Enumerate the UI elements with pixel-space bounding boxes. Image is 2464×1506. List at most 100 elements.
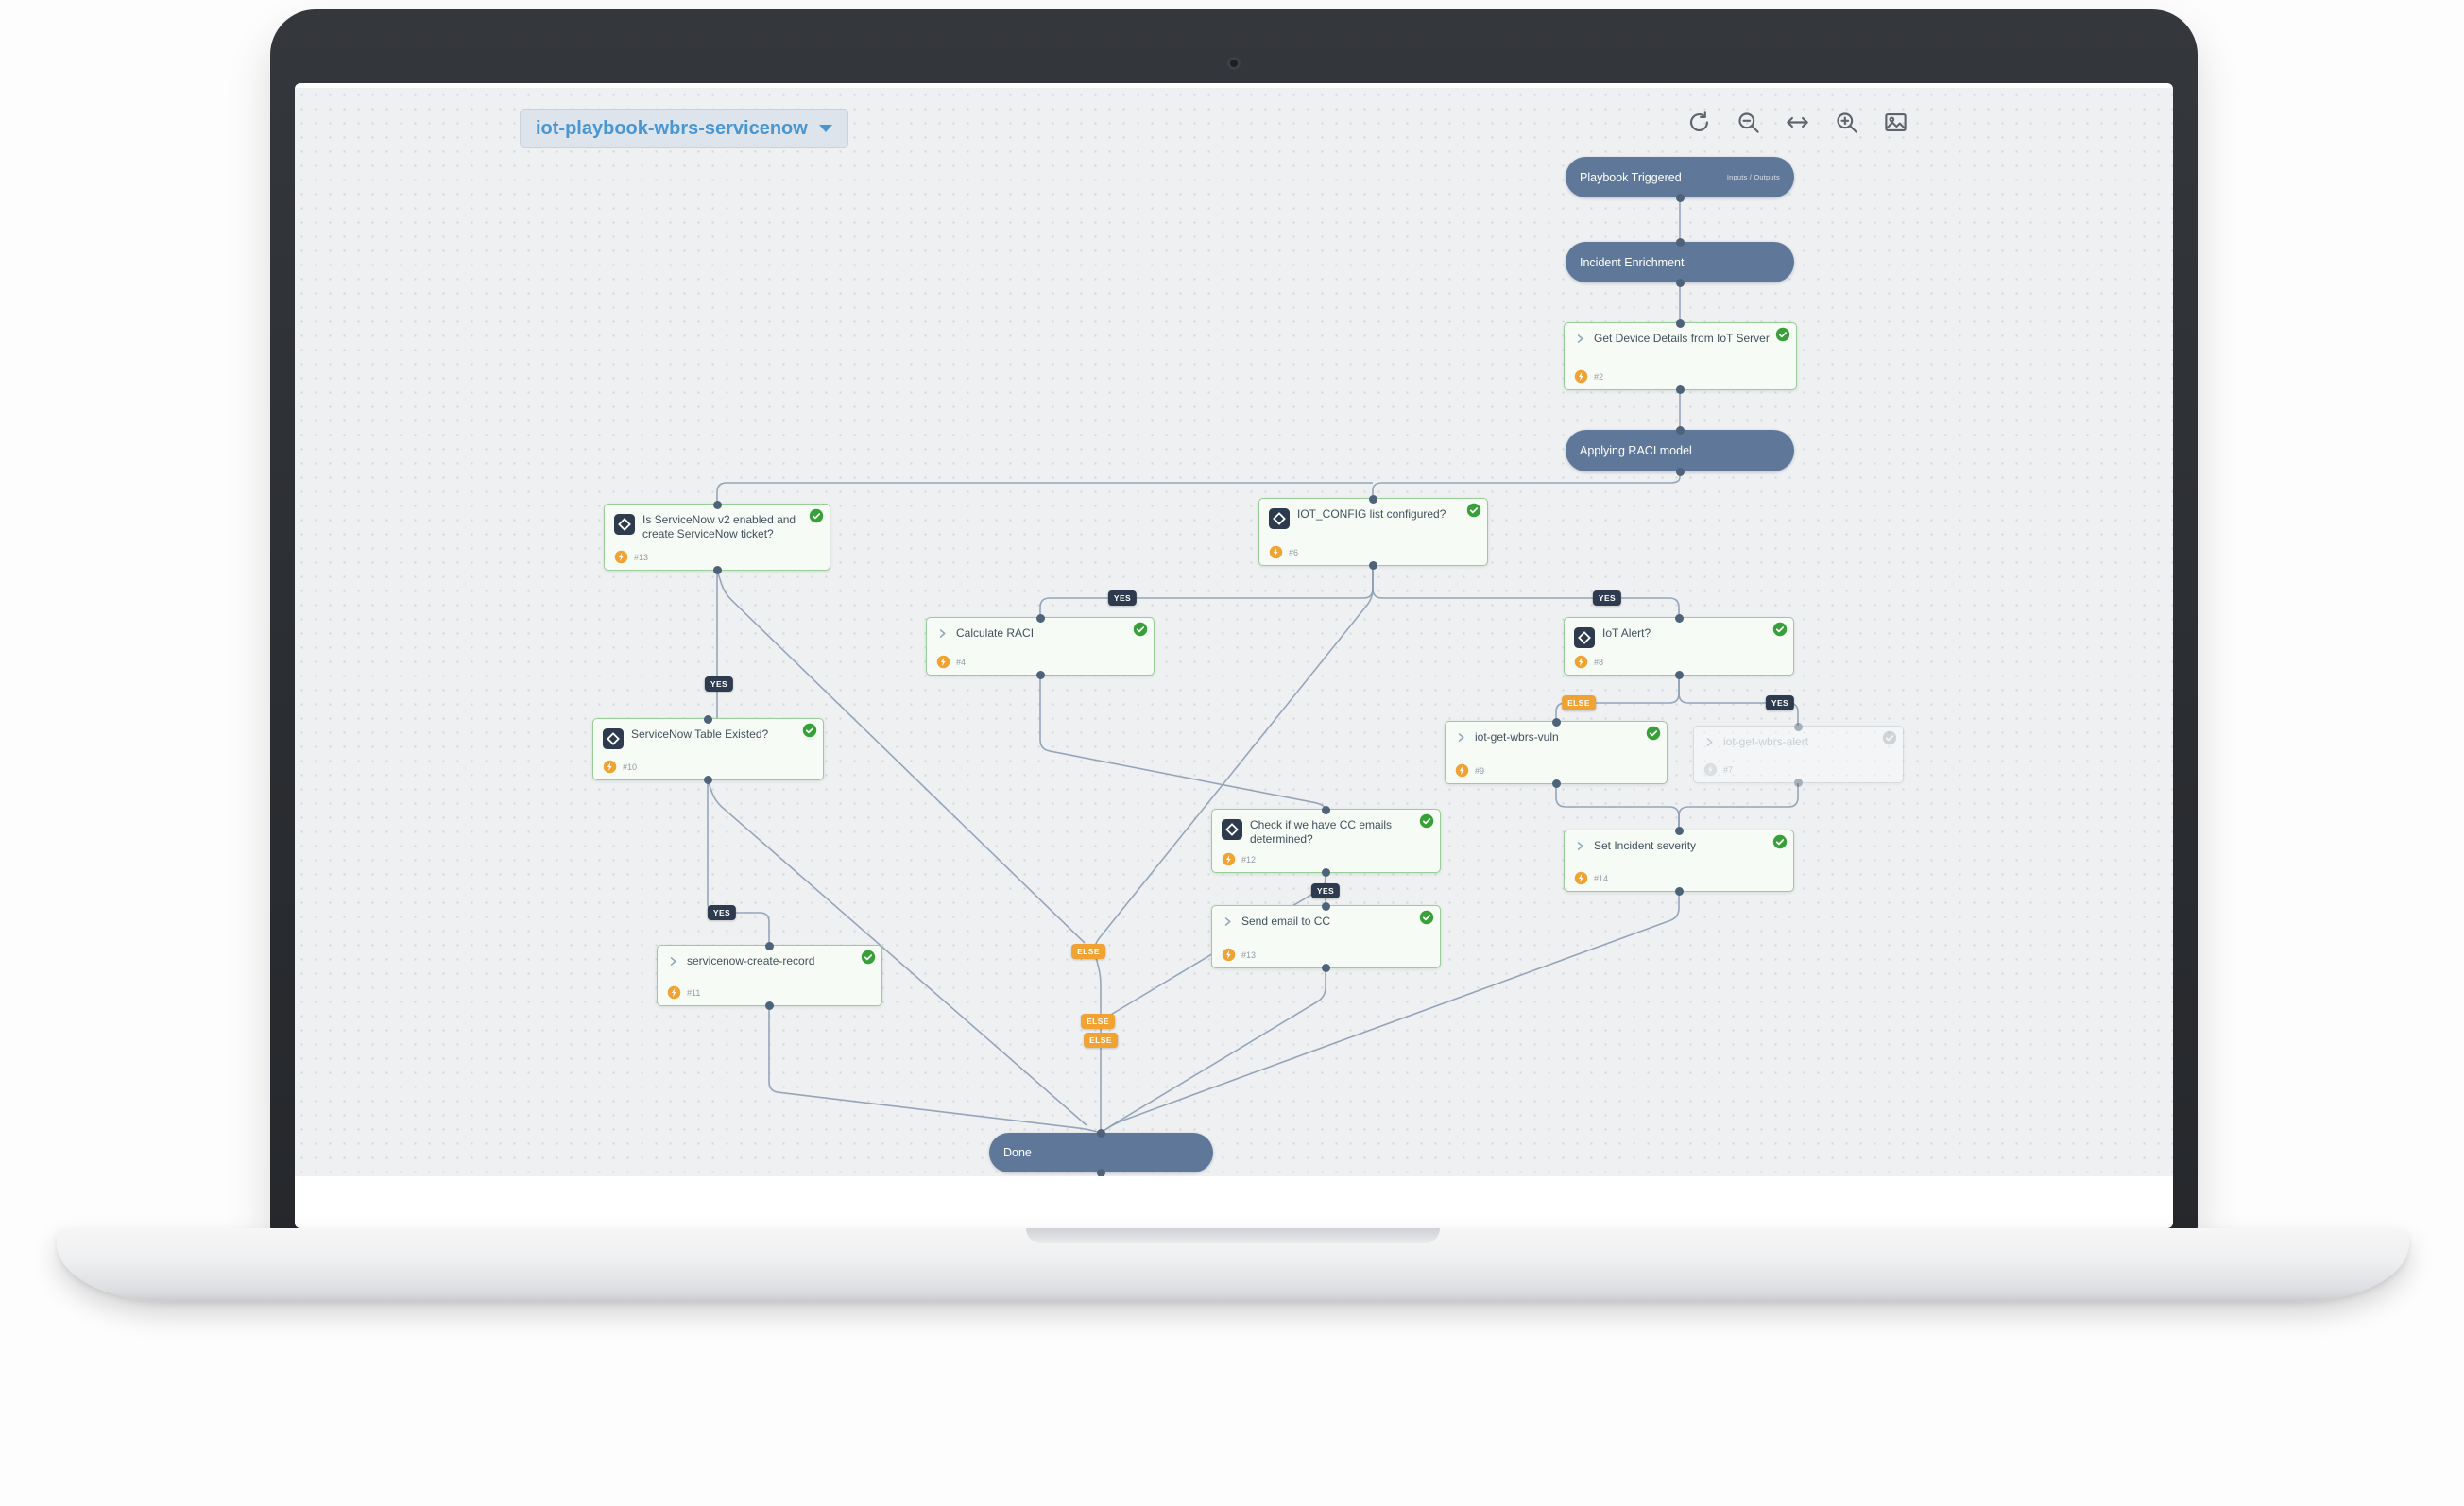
task-icon	[667, 955, 679, 970]
fit-width-icon	[1786, 116, 1808, 128]
connector-port	[704, 775, 712, 784]
task-number: #10	[623, 762, 638, 772]
zoom-in-button[interactable]	[1831, 107, 1861, 137]
connector-port	[1369, 560, 1377, 570]
connector-port	[1676, 318, 1685, 328]
task-number: #14	[1594, 873, 1609, 883]
node-calculate-raci[interactable]: Calculate RACI #4	[926, 613, 1155, 679]
connector-port	[1674, 670, 1684, 679]
connector-port	[1675, 278, 1685, 287]
node-get-device-details[interactable]: Get Device Details from IoT Server #2	[1564, 318, 1797, 394]
edge-label-yes: YES	[707, 905, 737, 920]
section-label: Incident Enrichment	[1580, 255, 1685, 269]
node-title: Set Incident severity	[1594, 839, 1697, 852]
connector-port	[1322, 867, 1330, 877]
node-title: Calculate RACI	[956, 626, 1035, 640]
connector-port	[1675, 237, 1685, 247]
task-icon	[1455, 731, 1467, 746]
node-playbook-triggered[interactable]: Playbook Triggered Inputs / Outputs	[1566, 157, 1794, 202]
connector-port	[1676, 385, 1685, 394]
edge	[1678, 783, 1799, 830]
edge	[1678, 676, 1799, 726]
completed-check-icon	[1133, 622, 1148, 637]
edge-label-yes: YES	[1107, 590, 1138, 606]
connector-port	[765, 941, 774, 950]
zoom-out-icon	[1737, 111, 1759, 133]
node-check-cc-emails[interactable]: Check if we have CC emails determined?#1…	[1211, 805, 1441, 877]
node-servicenow-create-record[interactable]: servicenow-create-record#11	[657, 941, 882, 1010]
node-title: iot-get-wbrs-alert	[1723, 735, 1809, 748]
edge-label-yes: YES	[704, 676, 734, 692]
edge	[1372, 471, 1681, 498]
task-number: #12	[1241, 854, 1257, 864]
zoom-out-button[interactable]	[1733, 107, 1763, 137]
task-number: #6	[1289, 547, 1299, 557]
completed-check-icon	[1882, 730, 1897, 745]
node-servicenow-table-existed[interactable]: ServiceNow Table Existed? #10	[592, 714, 824, 784]
connector-port	[1035, 613, 1045, 623]
playbook-selector[interactable]: iot-playbook-wbrs-servicenow	[520, 109, 848, 148]
edge-label-yes: YES	[1310, 883, 1341, 898]
edge-label-yes: YES	[1592, 590, 1622, 606]
task-number: #13	[1241, 950, 1257, 960]
webcam-icon	[1227, 57, 1241, 70]
node-set-incident-severity[interactable]: Set Incident severity #14	[1564, 826, 1794, 896]
automation-bolt-icon	[1574, 369, 1588, 384]
node-title: ServiceNow Table Existed?	[631, 727, 769, 741]
node-applying-raci-model[interactable]: Applying RACI model	[1566, 425, 1794, 476]
task-number: #13	[634, 552, 649, 562]
task-icon	[1574, 333, 1586, 348]
automation-bolt-icon	[667, 985, 681, 1000]
node-iot-alert[interactable]: IoT Alert?#8	[1564, 613, 1794, 679]
edge-label-else: ELSE	[1084, 1033, 1118, 1048]
connector-port	[712, 500, 722, 509]
node-iot-config-configured[interactable]: IOT_CONFIG list configured?#6	[1258, 494, 1488, 570]
node-send-email-to-cc[interactable]: Send email to CC#13	[1211, 901, 1441, 972]
zoom-in-icon	[1836, 111, 1857, 133]
node-incident-enrichment[interactable]: Incident Enrichment	[1566, 237, 1794, 287]
connector-port	[1551, 779, 1561, 788]
fit-width-button[interactable]	[1782, 107, 1812, 137]
edge	[716, 570, 1086, 944]
automation-bolt-icon	[1703, 762, 1718, 777]
refresh-button[interactable]	[1684, 107, 1714, 137]
node-title: IoT Alert?	[1602, 626, 1651, 640]
chevron-down-icon	[818, 125, 832, 132]
node-iot-get-wbrs-vuln[interactable]: iot-get-wbrs-vuln #9	[1445, 717, 1668, 788]
edge	[1372, 566, 1680, 617]
edge	[716, 482, 1373, 504]
connector-port	[1322, 901, 1330, 911]
connector-port	[765, 1001, 774, 1010]
task-number: #4	[956, 657, 967, 667]
section-label: Playbook Triggered	[1580, 170, 1682, 184]
node-done[interactable]: Done	[989, 1128, 1213, 1176]
minimap-icon	[1884, 112, 1907, 131]
laptop-base	[57, 1228, 2409, 1302]
minimap-button[interactable]	[1880, 107, 1910, 137]
task-number: #2	[1594, 371, 1604, 382]
condition-icon	[1269, 508, 1290, 532]
connector-port	[1675, 467, 1685, 476]
task-number: #7	[1723, 764, 1734, 775]
task-icon	[1222, 916, 1234, 931]
laptop-base-notch	[1026, 1228, 1440, 1243]
node-iot-get-wbrs-alert[interactable]: iot-get-wbrs-alert #7	[1693, 722, 1904, 787]
connector-port	[1674, 886, 1684, 896]
task-number: #11	[687, 987, 701, 998]
task-icon	[1703, 736, 1716, 751]
inputs-outputs-label[interactable]: Inputs / Outputs	[1726, 173, 1780, 181]
node-is-servicenow-v2[interactable]: Is ServiceNow v2 enabled and create Serv…	[604, 500, 830, 574]
connector-port	[1322, 963, 1330, 972]
node-title: Get Device Details from IoT Server	[1594, 332, 1770, 345]
node-title: iot-get-wbrs-vuln	[1475, 730, 1559, 744]
connector-port	[704, 714, 712, 724]
completed-check-icon	[1419, 910, 1434, 925]
completed-check-icon	[861, 950, 876, 965]
task-number: #9	[1475, 765, 1485, 776]
edge	[1555, 784, 1680, 830]
